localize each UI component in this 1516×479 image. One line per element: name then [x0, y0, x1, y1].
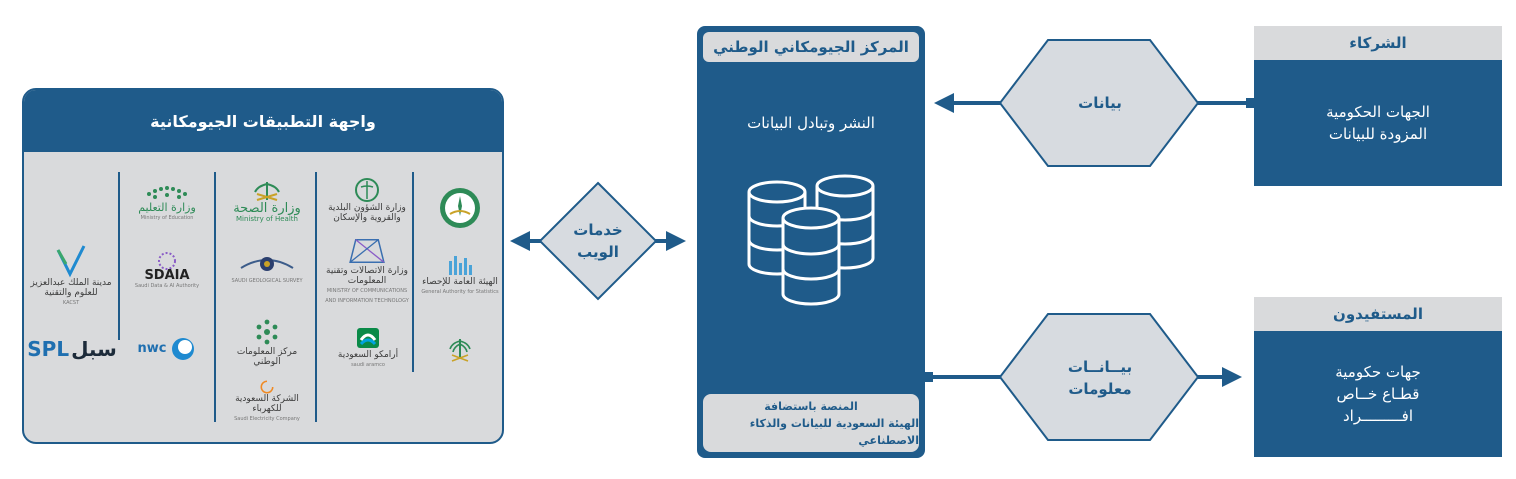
- web-services-diamond: [538, 181, 658, 301]
- spl-logo: SPL سبل: [27, 337, 117, 361]
- saudi-electricity-logo: الشركة السعودية للكهرباء Saudi Electrici…: [224, 380, 310, 424]
- general-authority-statistics-logo: الهيئة العامة للإحصاء General Authority …: [420, 250, 500, 300]
- national-information-center-logo: مركز المعلومات الوطني: [224, 314, 310, 370]
- partners-box: الشركاء الجهات الحكومية المزودة للبيانات: [1254, 26, 1502, 186]
- database-icon: [747, 174, 875, 306]
- beneficiaries-body: جهات حكومية قطـاع خــاص افـــــــــراد: [1335, 363, 1421, 425]
- mcit-logo: وزارة الاتصالات وتقنية المعلومات MINISTR…: [322, 236, 412, 306]
- partners-body: الجهات الحكومية المزودة للبيانات: [1326, 103, 1430, 143]
- column-divider: [118, 172, 120, 340]
- data-hex-label: بيانات: [1078, 94, 1122, 112]
- column-divider: [412, 172, 414, 372]
- momrah-logo: وزارة الشؤون البلدية والقروية والإسكان: [324, 172, 410, 228]
- geological-survey-logo: SAUDI GEOLOGICAL SURVEY: [224, 244, 310, 292]
- beneficiaries-title: المستفيدون: [1254, 297, 1502, 331]
- portal-title: واجهة التطبيقات الجيومكانية: [24, 90, 502, 152]
- column-divider: [214, 172, 216, 422]
- ministry-palm-emblem-logo: [428, 328, 492, 372]
- info-arrow-tail: [925, 372, 933, 382]
- national-geospatial-center-panel: المركز الجيومكاني الوطني النشر وتبادل ال…: [697, 26, 925, 458]
- web-services-label: خدمات الويب: [573, 221, 623, 261]
- sdaia-logo: SDAIA Saudi Data & AI Authority: [124, 240, 210, 302]
- center-footer: المنصة باستضافة الهيئة السعودية للبيانات…: [703, 394, 919, 452]
- center-title: المركز الجيومكاني الوطني: [703, 32, 919, 62]
- kacst-logo: مدينة الملك عبدالعزيز للعلوم والتقنية KA…: [28, 240, 114, 310]
- ministry-of-health-logo: وزارة الصحة Ministry of Health: [224, 170, 310, 232]
- info-hexagon: [998, 313, 1200, 441]
- data-hexagon: [998, 39, 1200, 167]
- emblem-ministry-interior-logo: [428, 172, 492, 244]
- saudi-aramco-logo: أرامكو السعودية saudi aramco: [328, 322, 408, 374]
- info-hex-label: بيــانــات معلومات: [1067, 358, 1133, 398]
- partners-title: الشركاء: [1254, 26, 1502, 60]
- geospatial-apps-portal-panel: واجهة التطبيقات الجيومكانية الهيئة العام…: [22, 88, 504, 444]
- ministry-of-education-logo: وزارة التعليم Ministry of Education: [124, 176, 210, 232]
- center-subtitle: النشر وتبادل البيانات: [747, 114, 875, 132]
- beneficiaries-box: المستفيدون جهات حكومية قطـاع خــاص افـــ…: [1254, 297, 1502, 457]
- nwc-logo: nwc: [124, 326, 210, 372]
- column-divider: [315, 172, 317, 422]
- data-arrow-tail: [1246, 98, 1254, 108]
